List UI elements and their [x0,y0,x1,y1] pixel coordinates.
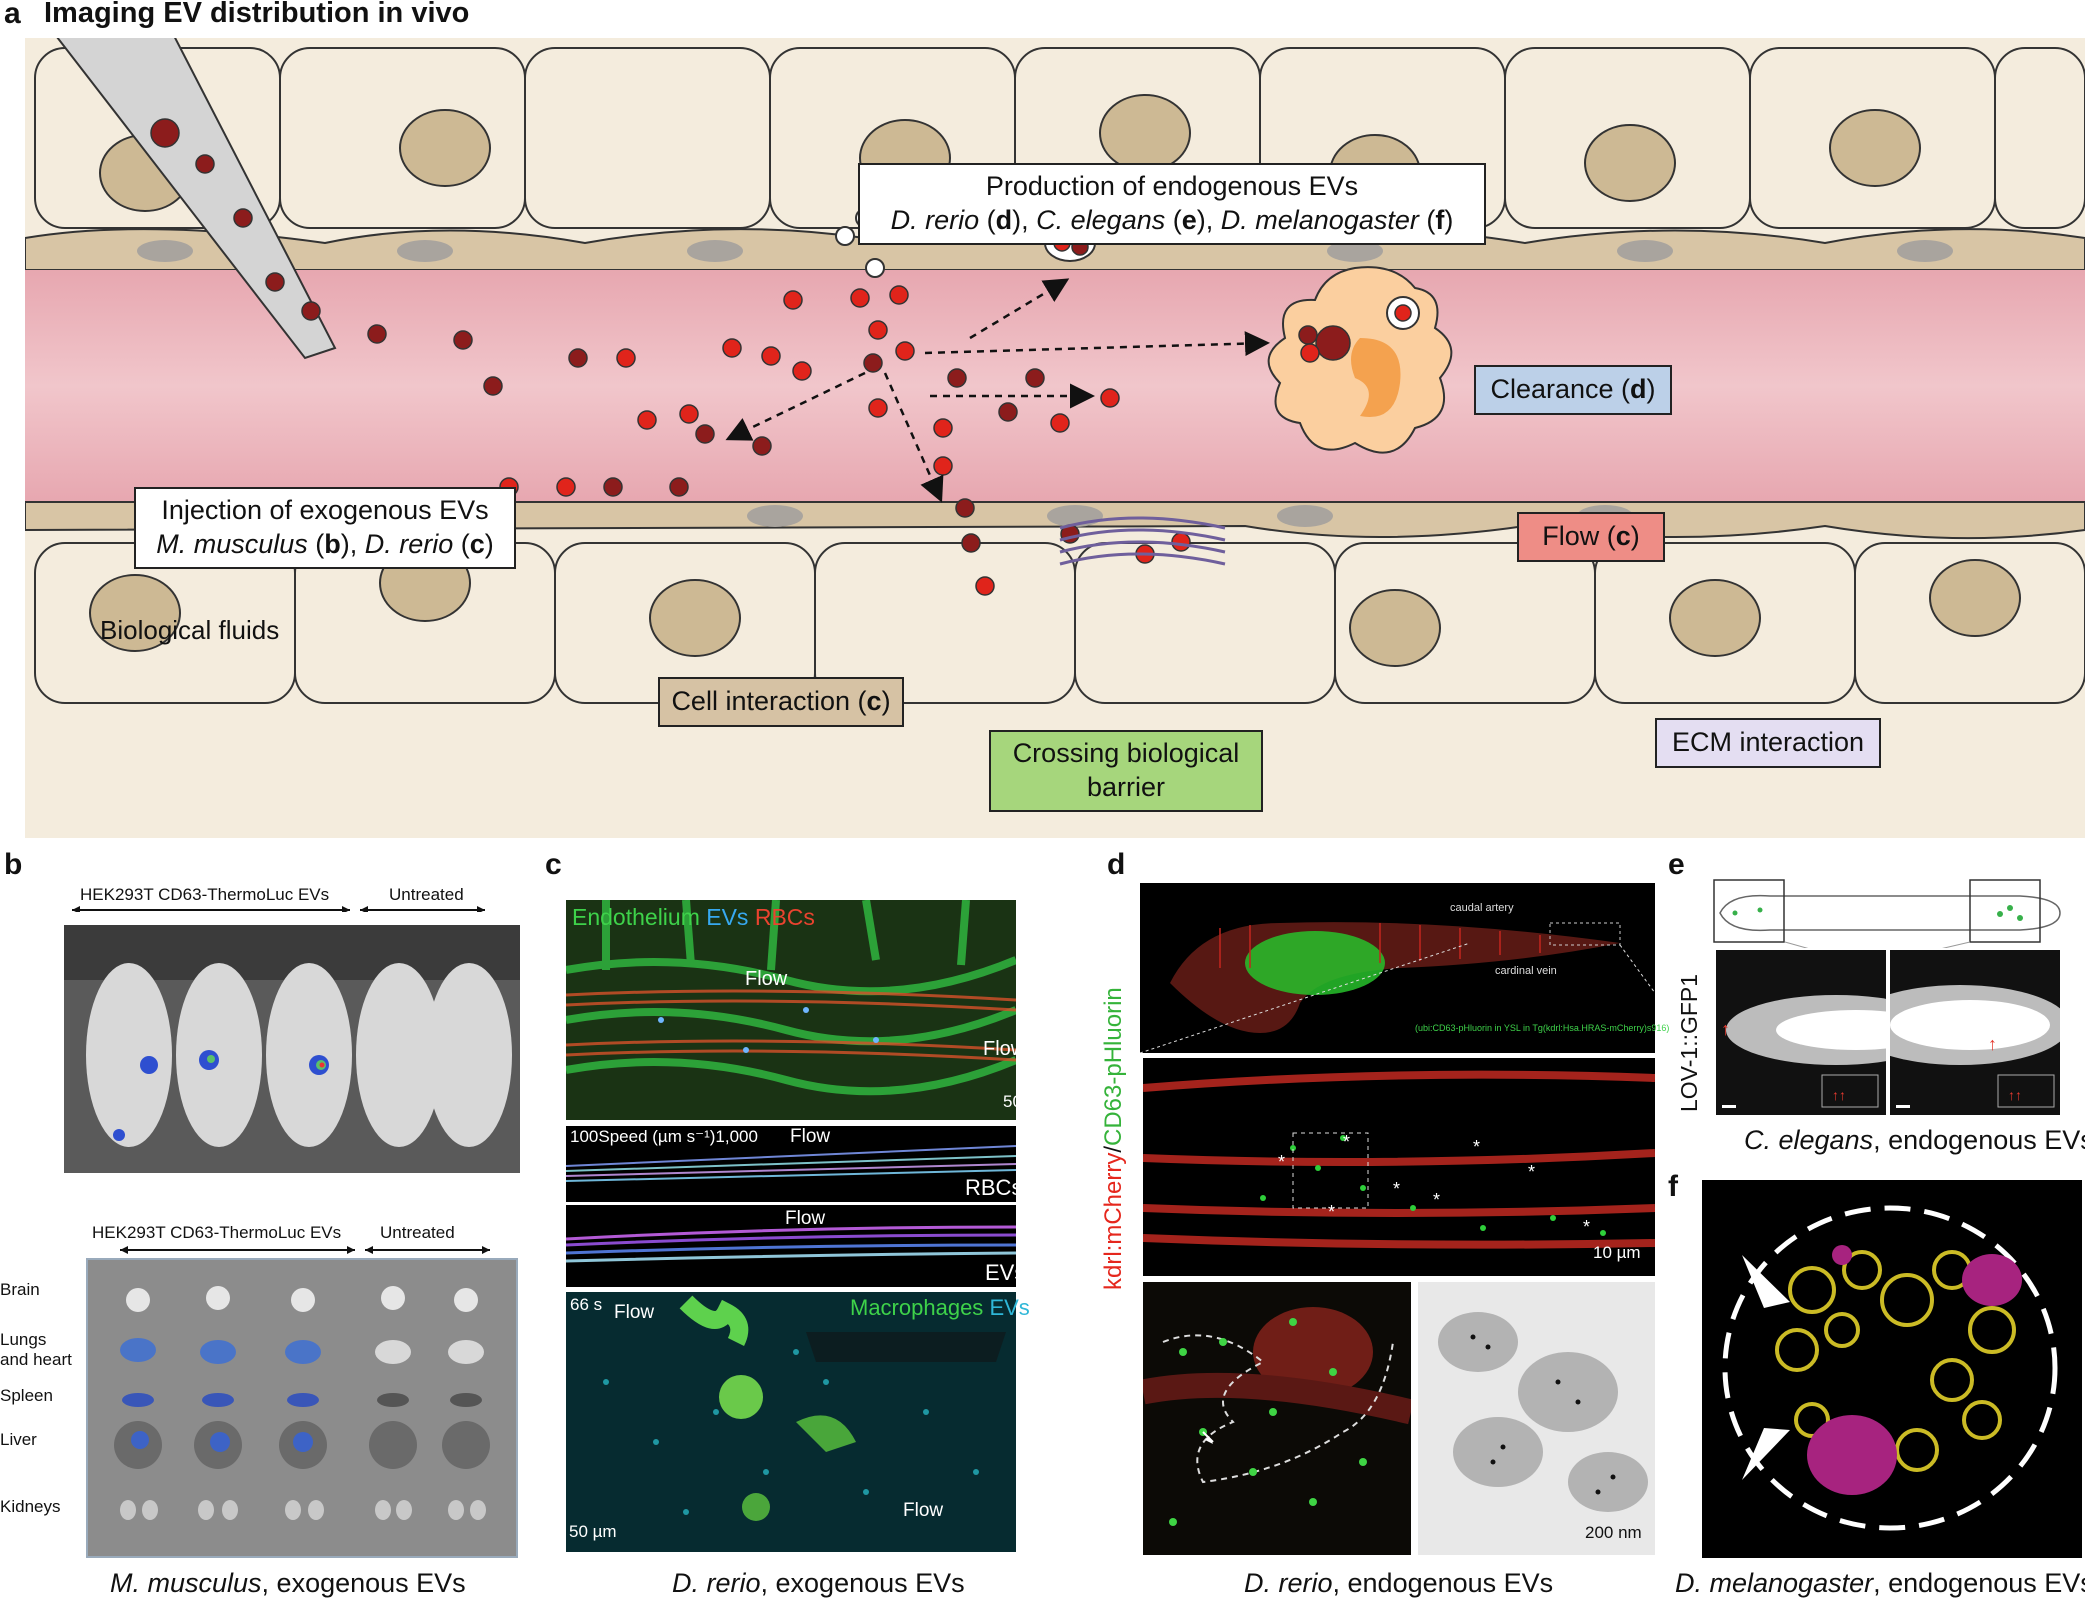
d-scale-1: 10 µm [1593,1243,1641,1262]
c-rbc-tracks [566,1126,1016,1202]
organ-spleen: Spleen [0,1386,53,1405]
injection-needle [56,38,337,360]
mouse-imaging-photo [64,925,520,1173]
svg-text:↑↑: ↑↑ [1832,1087,1846,1103]
needle-evs [150,118,321,321]
svg-text:↑: ↑ [1721,1019,1730,1039]
c-flow-label-2: Flow [983,1038,1026,1060]
injection-box: Injection of exogenous EVs M. musculus (… [134,487,516,569]
c-rbcs-label: RBCs [965,1175,1023,1200]
panel-e-letter: e [1668,848,1685,881]
d-caudal-artery: caudal artery [1450,902,1514,914]
svg-text:↑↑: ↑↑ [2008,1087,2022,1103]
svg-text:*: * [1433,1190,1440,1210]
c-scale-2: 50 µm [569,1522,617,1541]
panel-b-caption: M. musculus, exogenous EVs [110,1568,466,1598]
c-flow-label-3: Flow [790,1126,831,1147]
ecm-fibers [1059,516,1226,566]
c-scale-1: 50 µm [1003,1092,1051,1111]
panel-a-title: Imaging EV distribution in vivo [44,0,470,29]
b-top-label-left: HEK293T CD63-ThermoLuc EVs [80,885,330,904]
ecm-interaction-box: ECM interaction [1655,718,1881,768]
d-cardinal-vein: cardinal vein [1495,965,1557,977]
lower-nuclei [89,544,2021,667]
d-vessel-image: * * * * * * * * [1143,1058,1655,1276]
biological-fluids-label: Biological fluids [100,615,280,645]
production-line1: Production of endogenous EVs [985,171,1359,202]
upper-endo-nuclei [137,240,1953,262]
c-macrophage-image [566,1292,1016,1552]
injection-line2: M. musculus (b), D. rerio (c) [156,529,494,559]
b-top-label-right: Untreated [389,885,464,904]
panel-b-top-brackets [72,906,485,912]
d-em-image [1418,1282,1655,1555]
c-evs-label: EVs [985,1260,1026,1285]
c-legend: Endothelium EVs RBCs [572,904,815,930]
crossing-line1: Crossing biological [1012,738,1240,769]
panel-d-letter: d [1107,848,1126,881]
svg-text:↑: ↑ [1988,1034,1997,1054]
d-embryo-image [1140,883,1655,1053]
cell-interaction-box: Cell interaction (c) [658,677,904,727]
c-ev-tracks [566,1205,1016,1287]
c-macrophage-legend: Macrophages EVs [850,1295,1030,1320]
svg-text:*: * [1393,1179,1400,1199]
crossing-line2: barrier [1086,772,1166,802]
panel-b-letter: b [4,848,23,881]
panel-b-bottom-brackets [120,1246,490,1254]
c-flow-label-4: Flow [785,1208,826,1229]
f-fly-image [1702,1180,2082,1558]
c-time-label: 66 s [570,1295,603,1314]
flow-box: Flow (c) [1517,512,1665,562]
e-ylabel: LOV-1::GFP1 [1676,973,1702,1112]
b-bottom-label-left: HEK293T CD63-ThermoLuc EVs [92,1223,342,1242]
ecm-label: ECM interaction [1671,727,1865,758]
organ-imaging-photo [86,1258,518,1558]
organ-lungs-heart: Lungs and heart [0,1330,72,1370]
c-flow-label-1: Flow [745,968,788,990]
c-speed-scale: 100Speed (µm s⁻¹)1,000 [570,1127,758,1146]
c-flow-label-6: Flow [903,1500,944,1521]
svg-text:*: * [1343,1132,1350,1152]
d-zoom-image [1143,1282,1411,1555]
svg-text:*: * [1328,1202,1335,1222]
injection-line1: Injection of exogenous EVs [161,495,489,526]
organ-brain: Brain [0,1280,40,1299]
svg-text:*: * [1278,1152,1285,1172]
d-embryo-legend: (ubi:CD63-pHluorin in YSL in Tg(kdrl:Hsa… [1415,1023,1670,1033]
production-box: Production of endogenous EVs D. rerio (d… [858,163,1486,245]
svg-text:*: * [1528,1162,1535,1182]
fluid-evs [367,285,1191,596]
e-worm-schematic [1713,879,2061,948]
svg-text:*: * [1583,1217,1590,1237]
d-axis-label: kdrl:mCherry/CD63-pHluorin [1100,987,1127,1290]
d-scale-2: 200 nm [1585,1523,1642,1542]
e-head-image: ↑↑↑ [1716,950,1886,1115]
panel-e-caption: C. elegans, endogenous EVs [1744,1125,2085,1155]
svg-text:*: * [1473,1137,1480,1157]
clearance-box: Clearance (d) [1474,365,1672,415]
panel-a-letter: a [4,0,21,30]
crossing-barrier-box: Crossing biological barrier [989,730,1263,812]
production-line2: D. rerio (d), C. elegans (e), D. melanog… [890,205,1454,235]
organ-liver: Liver [0,1430,37,1449]
clearance-label: Clearance (d) [1490,374,1656,405]
e-tail-image: ↑↑↑ [1890,950,2060,1115]
panel-c-caption: D. rerio, exogenous EVs [672,1568,965,1598]
b-bottom-label-right: Untreated [380,1223,455,1242]
panel-f-caption: D. melanogaster, endogenous EVs [1675,1568,2085,1598]
c-flow-label-5: Flow [614,1302,655,1323]
organ-kidneys: Kidneys [0,1497,61,1516]
c-endothelium-image [566,900,1016,1120]
panel-c-letter: c [545,848,562,881]
panel-d-caption: D. rerio, endogenous EVs [1244,1568,1554,1598]
panel-f-letter: f [1668,1170,1678,1203]
cell-interaction-label: Cell interaction (c) [671,686,891,717]
flow-label: Flow (c) [1542,521,1640,552]
